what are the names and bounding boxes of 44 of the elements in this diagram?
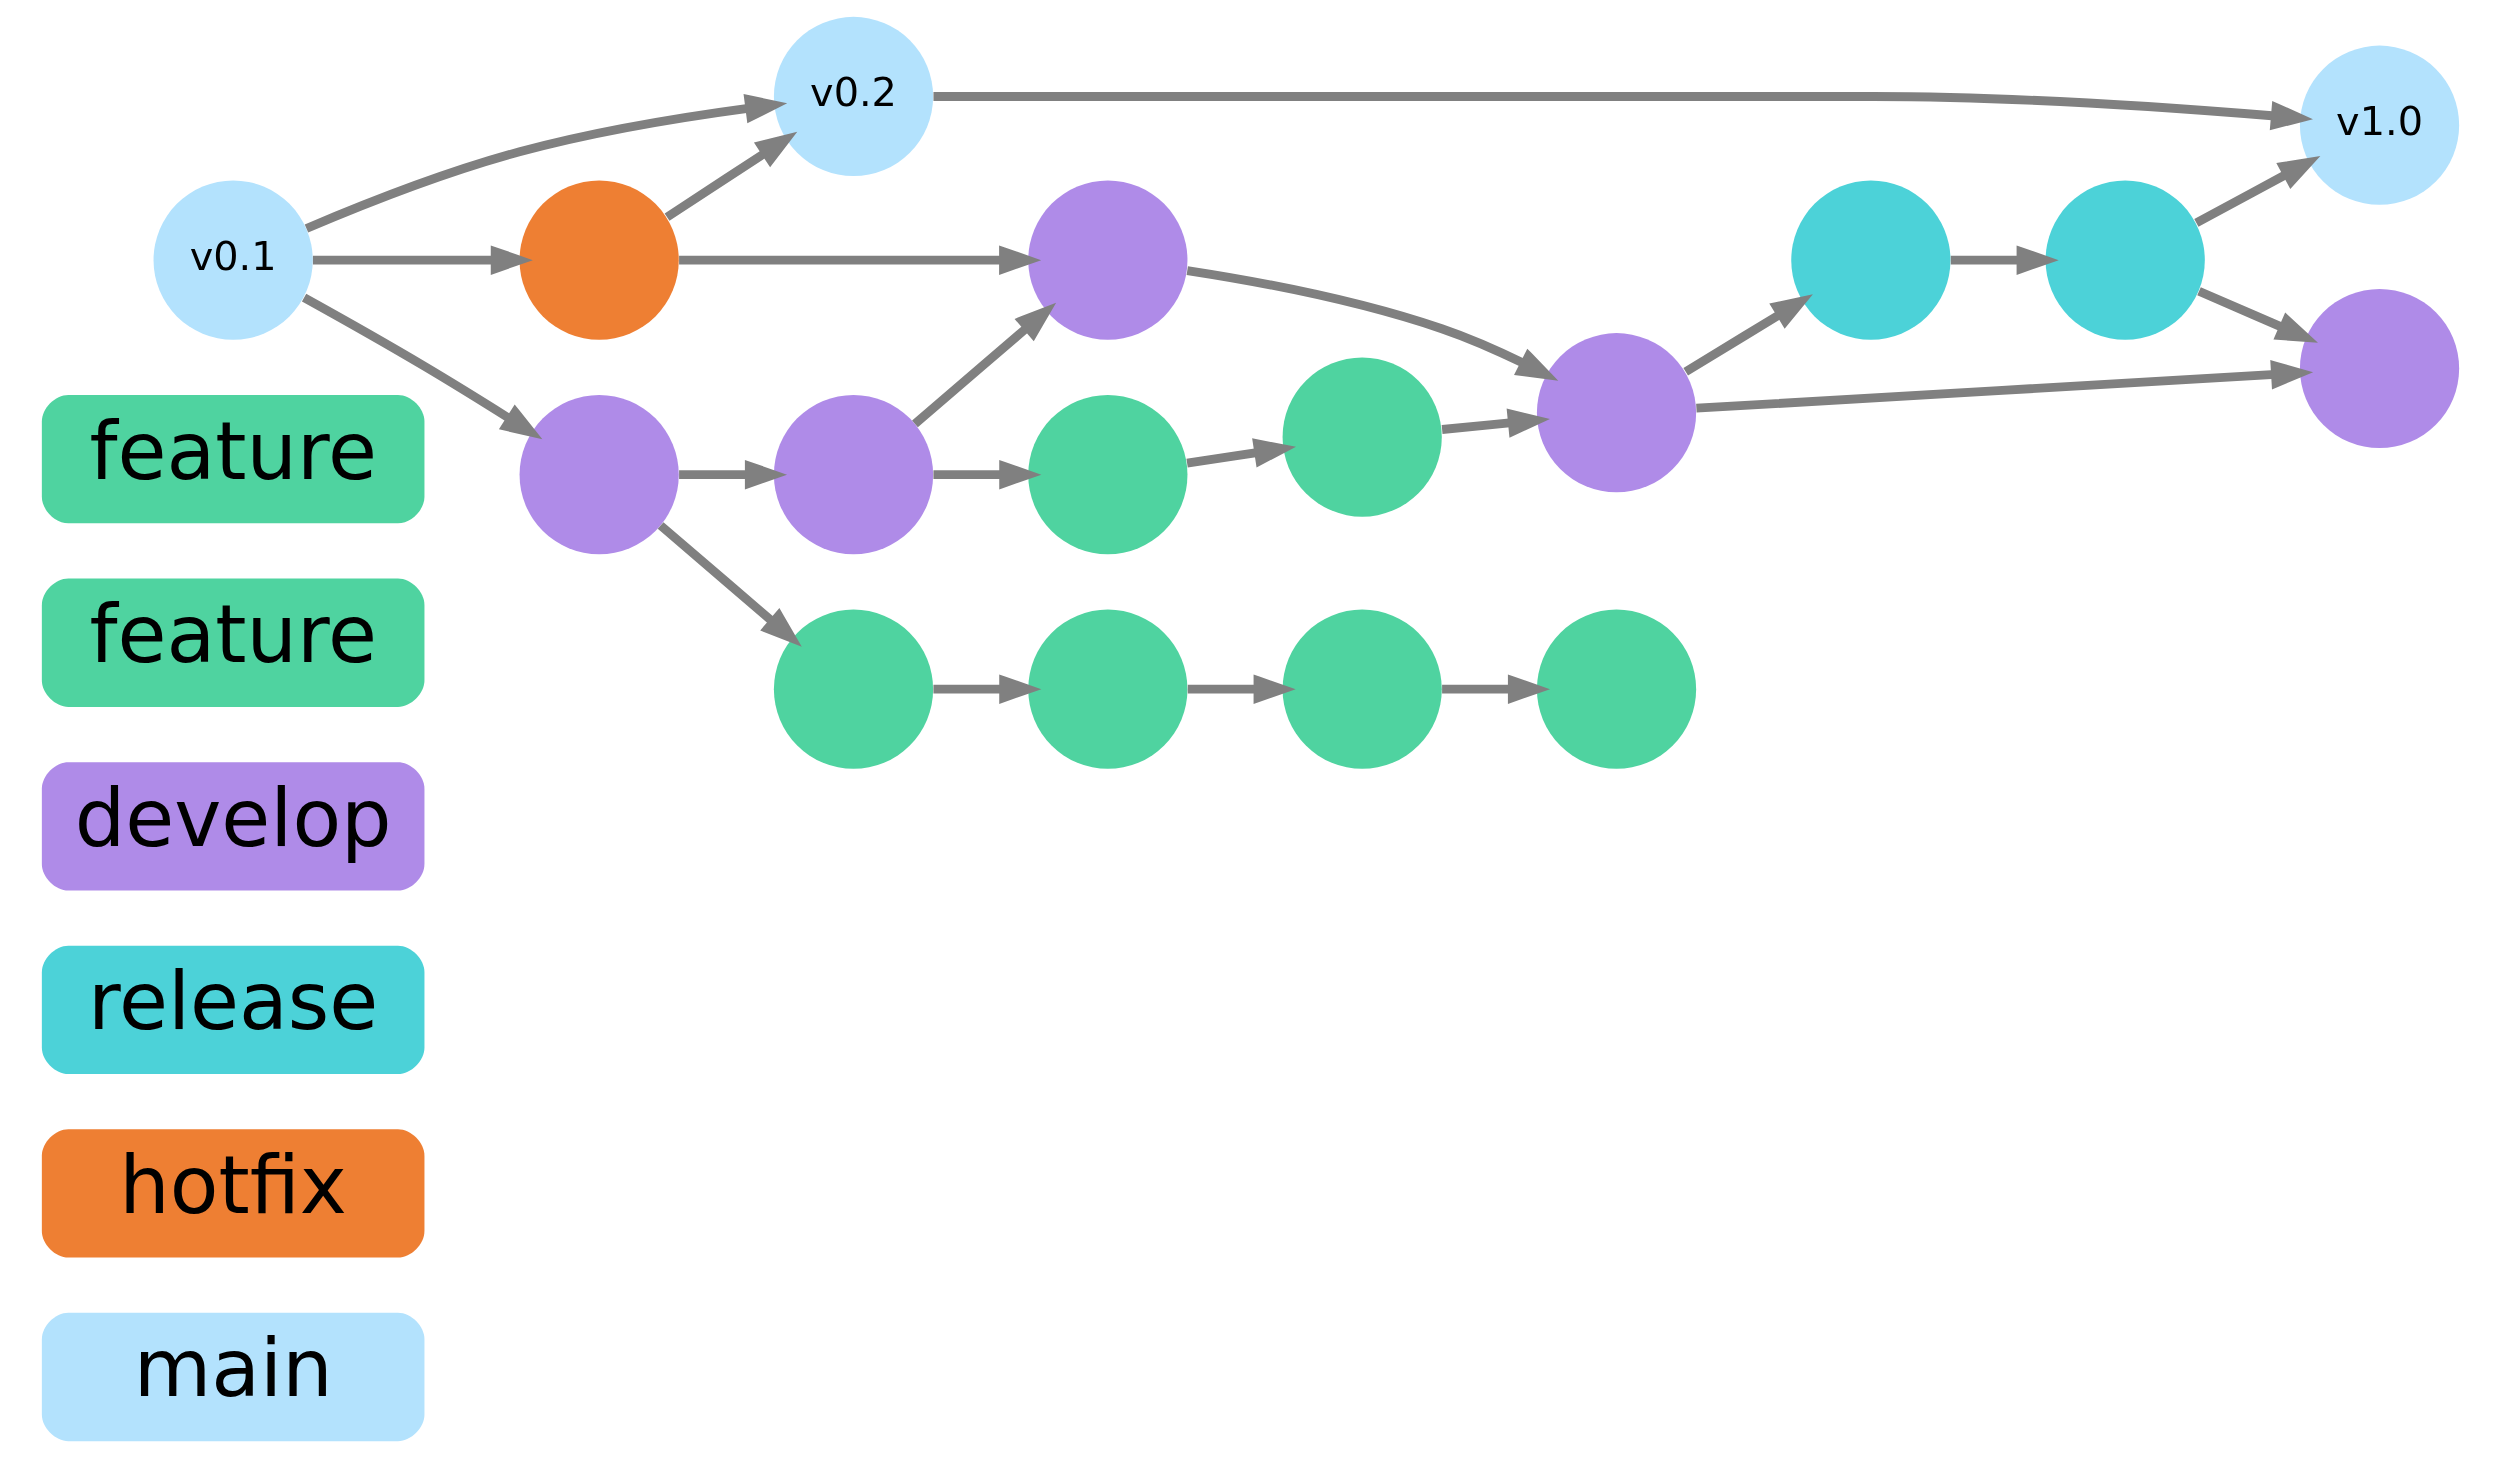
node-circle: v0.1 (153, 180, 313, 340)
arrow (1695, 359, 2313, 413)
arrow (304, 94, 787, 233)
arrow (1950, 245, 2059, 275)
node-circle: v0.2 (773, 16, 933, 177)
node-circle (2299, 288, 2459, 449)
arrow (932, 459, 1041, 490)
node-circle (1027, 609, 1187, 769)
node-box: feature (41, 578, 424, 707)
arrow (932, 92, 2313, 131)
node-box: main (41, 1312, 424, 1442)
node-circle (1282, 357, 1442, 517)
arrow (657, 522, 802, 647)
arrow (2193, 156, 2320, 227)
arrow (932, 674, 1041, 704)
arrow (1187, 674, 1296, 704)
node-circle (1536, 333, 1696, 493)
arrow (2196, 287, 2318, 343)
arrow (678, 245, 1041, 275)
node-circle (519, 395, 679, 555)
node-box: feature (41, 395, 424, 524)
node-circle (1536, 609, 1696, 769)
node-box: hotfix (41, 1129, 424, 1258)
arrow (664, 131, 797, 221)
node-circle (773, 395, 933, 555)
arrow (678, 459, 787, 490)
arrow (1682, 294, 1813, 376)
node-circle (1790, 180, 1950, 340)
node-box: develop (41, 762, 424, 891)
node-circle (1282, 609, 1442, 769)
arrow (1441, 408, 1550, 438)
arrow (301, 293, 542, 440)
arrow (312, 245, 533, 275)
arrow (911, 302, 1056, 428)
arrow (1441, 674, 1550, 704)
node-circle (773, 609, 933, 769)
node-circle (1027, 395, 1187, 555)
node-circle: v1.0 (2299, 45, 2459, 205)
node-circle (519, 180, 679, 340)
node-circle (2045, 180, 2205, 340)
arrow (1186, 266, 1558, 381)
node-circle (1027, 180, 1187, 340)
arrow (1185, 438, 1296, 468)
node-box: release (41, 945, 424, 1074)
